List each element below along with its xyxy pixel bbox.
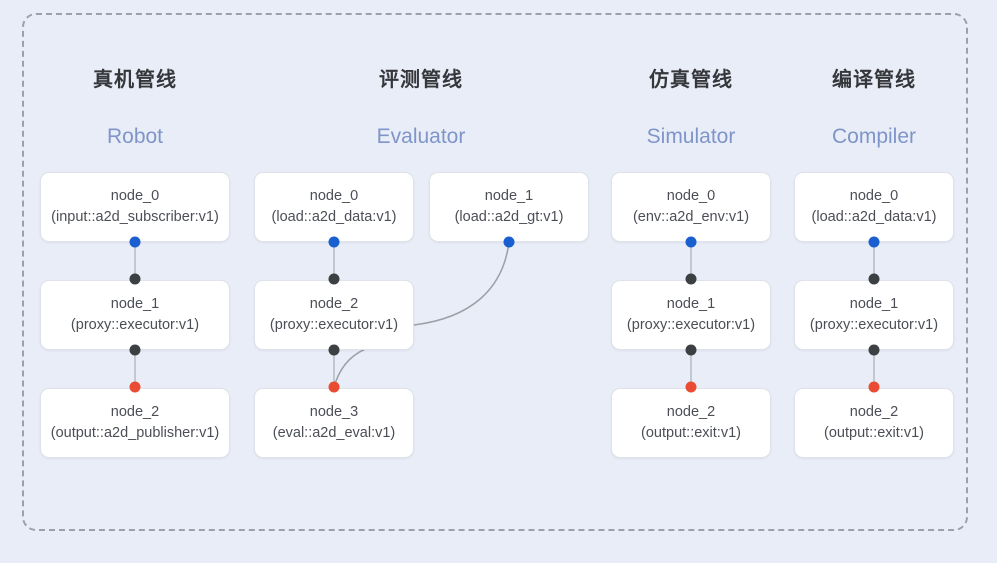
port-output-dot-icon (685, 236, 697, 248)
node-label-name: node_0 (666, 187, 716, 204)
node-compiler-1[interactable]: node_1 (proxy::executor:v1) (794, 280, 954, 350)
column-title-en-robot: Robot (106, 125, 164, 148)
node-label-type: (proxy::executor:v1) (269, 317, 399, 333)
node-evaluator-1[interactable]: node_1 (load::a2d_gt:v1) (429, 172, 589, 242)
column-title-cn-simulator: 仿真管线 (649, 69, 733, 91)
node-label-type: (load::a2d_data:v1) (811, 209, 937, 225)
node-label-name: node_2 (849, 403, 899, 420)
port-output-dot-icon (129, 344, 141, 356)
port-input-dot-icon (868, 381, 880, 393)
node-label-type: (eval::a2d_eval:v1) (272, 425, 396, 441)
column-title-cn-robot: 真机管线 (93, 69, 177, 91)
node-label-name: node_3 (309, 403, 359, 420)
port-input-dot-icon (328, 381, 340, 393)
port-input-dot-icon (129, 381, 141, 393)
node-robot-1[interactable]: node_1 (proxy::executor:v1) (40, 280, 230, 350)
edge-eval-executor-to-eval (333, 346, 372, 388)
column-title-en-evaluator: Evaluator (376, 125, 466, 148)
node-label-type: (proxy::executor:v1) (626, 317, 756, 333)
node-label-name: node_0 (110, 187, 160, 204)
node-evaluator-3[interactable]: node_3 (eval::a2d_eval:v1) (254, 388, 414, 458)
node-label-type: (env::a2d_env:v1) (632, 209, 750, 225)
node-label-type: (proxy::executor:v1) (809, 317, 939, 333)
port-output-dot-icon (868, 344, 880, 356)
port-output-dot-icon (328, 344, 340, 356)
node-simulator-0[interactable]: node_0 (env::a2d_env:v1) (611, 172, 771, 242)
port-output-dot-icon (129, 236, 141, 248)
edge-eval-gt-to-executor (413, 241, 510, 326)
node-label-name: node_2 (110, 403, 160, 420)
node-compiler-2[interactable]: node_2 (output::exit:v1) (794, 388, 954, 458)
node-label-name: node_1 (484, 187, 534, 204)
port-output-dot-icon (868, 236, 880, 248)
node-label-type: (output::exit:v1) (641, 425, 741, 441)
column-title-cn-evaluator: 评测管线 (379, 69, 463, 91)
port-input-dot-icon (868, 273, 880, 285)
port-output-dot-icon (328, 236, 340, 248)
port-input-dot-icon (129, 273, 141, 285)
port-input-dot-icon (328, 273, 340, 285)
column-title-en-simulator: Simulator (646, 125, 736, 148)
port-output-dot-icon (503, 236, 515, 248)
node-label-name: node_1 (849, 295, 899, 312)
node-label-type: (load::a2d_data:v1) (271, 209, 397, 225)
node-label-name: node_2 (309, 295, 359, 312)
node-label-name: node_1 (110, 295, 160, 312)
column-title-cn-compiler: 编译管线 (832, 69, 916, 91)
node-label-type: (output::exit:v1) (824, 425, 924, 441)
port-input-dot-icon (685, 273, 697, 285)
node-label-type: (load::a2d_gt:v1) (454, 209, 564, 225)
node-robot-2[interactable]: node_2 (output::a2d_publisher:v1) (40, 388, 230, 458)
column-title-en-compiler: Compiler (831, 125, 917, 148)
node-evaluator-2[interactable]: node_2 (proxy::executor:v1) (254, 280, 414, 350)
node-label-name: node_0 (849, 187, 899, 204)
node-label-type: (output::a2d_publisher:v1) (50, 425, 220, 441)
node-label-type: (proxy::executor:v1) (70, 317, 200, 333)
node-simulator-2[interactable]: node_2 (output::exit:v1) (611, 388, 771, 458)
port-output-dot-icon (685, 344, 697, 356)
node-label-name: node_1 (666, 295, 716, 312)
node-compiler-0[interactable]: node_0 (load::a2d_data:v1) (794, 172, 954, 242)
node-evaluator-0[interactable]: node_0 (load::a2d_data:v1) (254, 172, 414, 242)
node-label-type: (input::a2d_subscriber:v1) (51, 209, 219, 225)
node-label-name: node_0 (309, 187, 359, 204)
port-input-dot-icon (685, 381, 697, 393)
node-label-name: node_2 (666, 403, 716, 420)
node-simulator-1[interactable]: node_1 (proxy::executor:v1) (611, 280, 771, 350)
node-robot-0[interactable]: node_0 (input::a2d_subscriber:v1) (40, 172, 230, 242)
